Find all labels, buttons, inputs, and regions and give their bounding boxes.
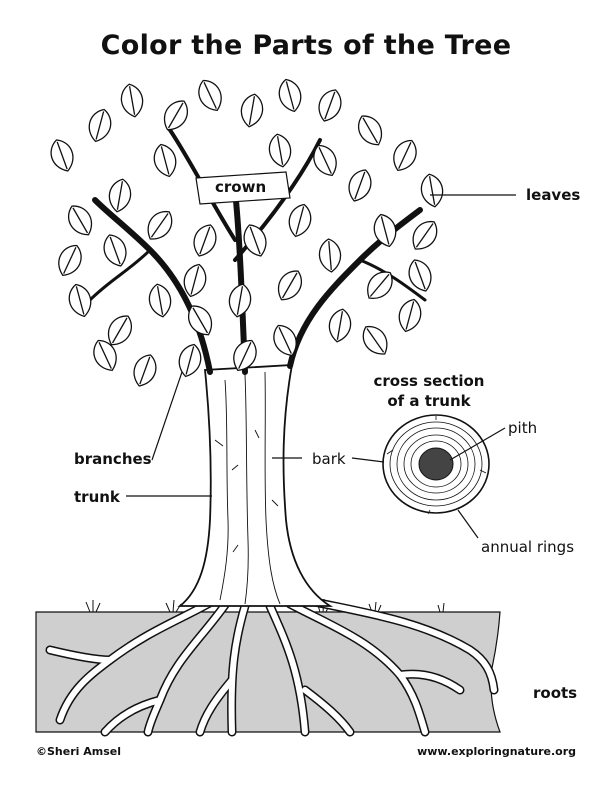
trunk-shape	[177, 364, 334, 607]
label-branches: branches	[74, 450, 152, 468]
pith-core	[418, 447, 454, 481]
label-crown: crown	[212, 178, 270, 196]
bark-texture	[214, 371, 281, 605]
cross-section-trunk	[382, 414, 490, 515]
label-roots: roots	[533, 684, 578, 702]
label-leaves: leaves	[526, 186, 581, 204]
label-cross-section: cross section of a trunk	[373, 372, 485, 410]
label-annual-rings: annual rings	[481, 538, 575, 556]
label-trunk: trunk	[74, 488, 120, 506]
leader-lines	[126, 194, 516, 539]
website-link[interactable]: www.exploringnature.org	[417, 745, 576, 758]
label-pith: pith	[508, 419, 538, 437]
label-bark: bark	[312, 450, 346, 468]
leaves-cluster	[50, 78, 444, 387]
copyright-credit: ©Sheri Amsel	[36, 745, 121, 758]
page-title: Color the Parts of the Tree	[100, 30, 512, 61]
roots	[45, 595, 499, 737]
